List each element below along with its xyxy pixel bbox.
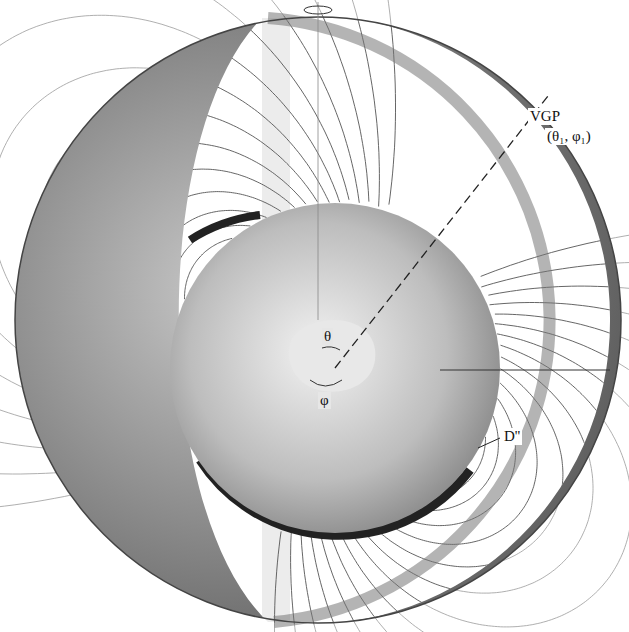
rotation-axis — [318, 2, 319, 320]
core-light-patch — [289, 320, 376, 392]
figure-label: φ — [318, 392, 331, 409]
rotation-symbol — [304, 6, 332, 14]
figure-label: (θ₁, φ₁) — [545, 128, 593, 145]
figure-label: θ — [322, 328, 333, 345]
figure-label: D'' — [502, 428, 522, 445]
angle-arc — [310, 380, 342, 386]
dipole-axis — [335, 96, 548, 368]
leader-line — [478, 438, 500, 448]
equator-line — [440, 370, 610, 371]
figure-label: VGP — [528, 108, 562, 125]
angle-arc — [322, 347, 340, 350]
